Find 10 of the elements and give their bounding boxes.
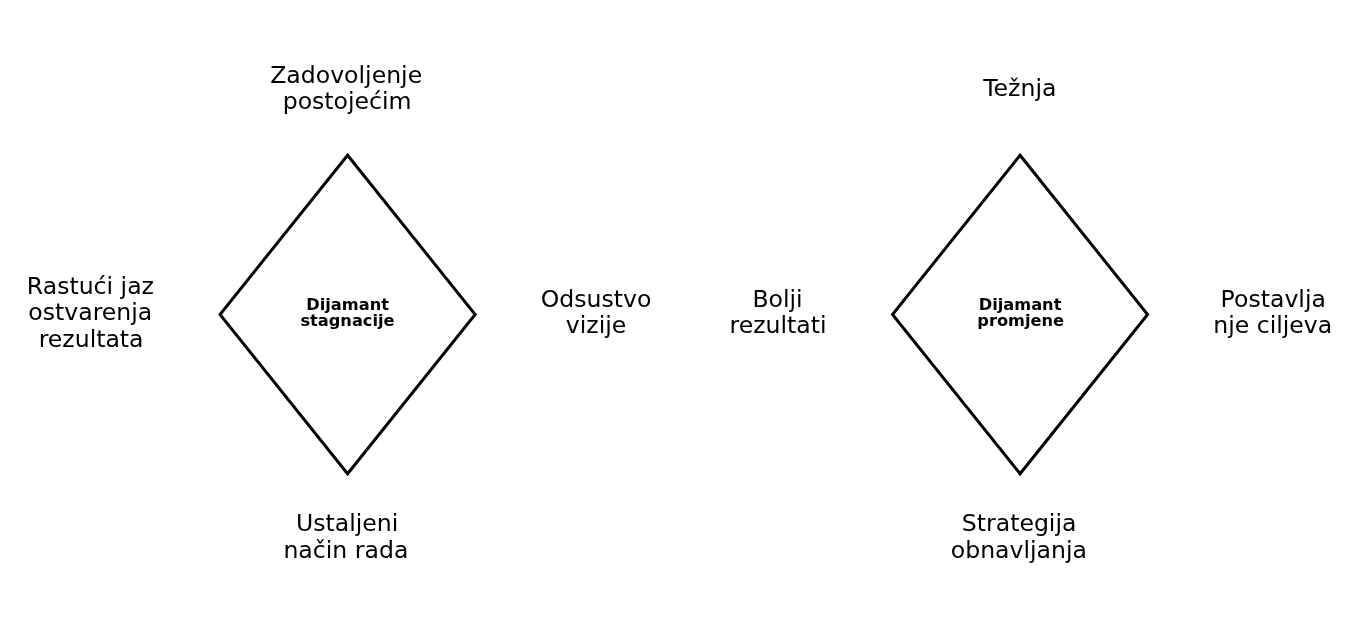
node-label: Ustaljeni način rada (283, 508, 409, 564)
node-label: Težnja (983, 73, 1057, 102)
node-label: Zadovoljenje postojećim (270, 60, 423, 115)
node-label: Postavlja nje ciljeva (1213, 284, 1333, 339)
node-diamond: Dijamant stagnacije (218, 152, 478, 476)
node-label: Strategija obnavljanja (950, 508, 1087, 564)
node-label: Bolji rezultati (729, 284, 827, 339)
node-label: Rastući jaz ostvarenja rezultata (26, 271, 154, 353)
node-label: Odsustvo vizije (540, 284, 652, 339)
node-diamond: Dijamant promjene (890, 152, 1150, 476)
